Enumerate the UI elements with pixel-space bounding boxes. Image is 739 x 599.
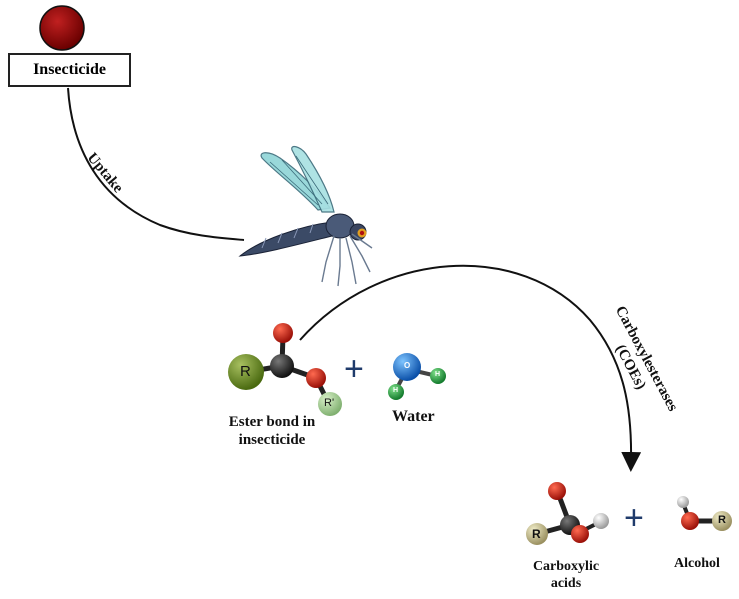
ester-r-atom-label: R (240, 363, 251, 380)
product-plus-sign: + (624, 499, 644, 537)
water-molecule-icon (388, 353, 446, 400)
ester-r-prime-atom-label: R' (324, 397, 335, 409)
carboxylic-acid-molecule-icon (526, 482, 609, 545)
carboxylic-acid-label: Carboxylic acids (516, 558, 616, 592)
ester-molecule-icon (228, 323, 342, 416)
reactant-plus-sign: + (344, 350, 364, 388)
insecticide-label: Insecticide (33, 61, 106, 78)
water-label: Water (392, 408, 435, 425)
water-o-atom-label: O (404, 361, 411, 370)
uptake-arrow (67, 87, 245, 241)
carboxylic-acid-label-line2: acids (550, 576, 582, 591)
alcohol-r-atom-label: R (718, 514, 726, 526)
water-h1-atom-label: H (393, 387, 399, 394)
mosquito-icon (238, 145, 373, 287)
ester-label: Ester bond in insecticide (212, 413, 332, 449)
alcohol-molecule-icon (677, 496, 732, 531)
insecticide-dot-icon (39, 5, 85, 51)
alcohol-label: Alcohol (674, 556, 720, 571)
coes-reaction-arrow (299, 264, 642, 472)
insecticide-label-box: Insecticide (8, 53, 131, 87)
ester-label-line2: insecticide (238, 432, 306, 448)
ester-label-line1: Ester bond in (228, 414, 316, 430)
acid-r-atom-label: R (532, 527, 541, 541)
water-h2-atom-label: H (435, 371, 441, 378)
carboxylic-acid-label-line1: Carboxylic (532, 559, 600, 574)
